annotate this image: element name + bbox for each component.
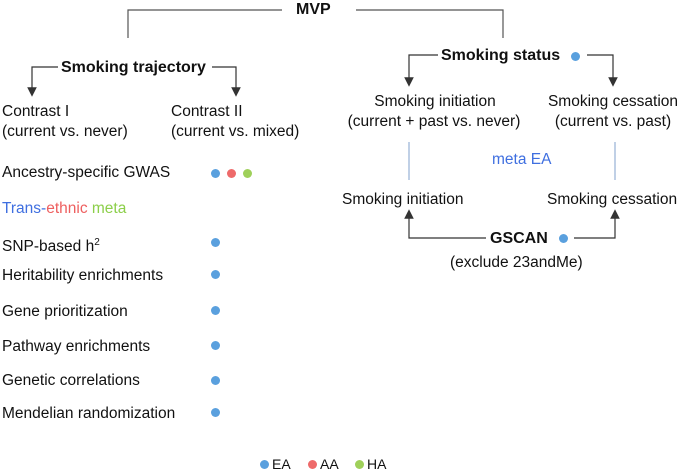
trajectory-arrow-left [27, 66, 58, 97]
gwas-ha-dot [243, 169, 252, 178]
trajectory-arrow-right [212, 66, 241, 97]
status-ea-dot [571, 52, 580, 61]
heritability-ea-dot [211, 270, 220, 279]
analysis-gene-prioritization: Gene prioritization [2, 303, 128, 320]
legend-ha-dot [355, 460, 364, 469]
analysis-pathway: Pathway enrichments [2, 338, 151, 355]
gscan-initiation: Smoking initiation [342, 191, 464, 208]
mvp-bracket-right [356, 9, 504, 38]
legend-aa-label: AA [320, 456, 339, 472]
legend-ea-label: EA [272, 456, 291, 472]
status-arrow-left [404, 54, 438, 87]
trans-ethnic-meta: Trans-ethnic meta [2, 199, 126, 218]
meta-part-ethnic: ethnic [46, 200, 88, 217]
gscan-arrow-right [574, 209, 620, 239]
pathway-ea-dot [211, 341, 220, 350]
gscan-title: GSCAN [490, 230, 548, 247]
contrast1-sub: (current vs. never) [2, 123, 128, 140]
snp-h2-ea-dot [211, 238, 220, 247]
snp-h2-label: SNP-based h [2, 238, 95, 256]
contrast1-title: Contrast I [2, 103, 70, 120]
meta-part-meta: meta [87, 200, 127, 217]
meta-part-trans: Trans- [2, 200, 47, 217]
status-arrow-right [587, 54, 618, 87]
gene-prioritization-ea-dot [211, 306, 220, 315]
snp-h2-sup: 2 [94, 237, 100, 248]
mendelian-ea-dot [211, 408, 220, 417]
gwas-aa-dot [227, 169, 236, 178]
gwas-ea-dot [211, 169, 220, 178]
meta-ea-label: meta EA [492, 151, 552, 168]
genetic-correlations-ea-dot [211, 376, 220, 385]
gscan-sub: (exclude 23andMe) [450, 254, 583, 271]
analysis-genetic-correlations: Genetic correlations [2, 372, 140, 389]
analysis-gwas: Ancestry-specific GWAS [2, 164, 171, 181]
status-cessation-title: Smoking cessation [547, 93, 679, 110]
gscan-ea-dot [559, 234, 568, 243]
status-initiation-sub: (current + past vs. never) [347, 113, 521, 130]
legend-ea-dot [260, 460, 269, 469]
analysis-mendelian: Mendelian randomization [2, 405, 176, 422]
gscan-arrow-left [404, 209, 486, 239]
contrast2-sub: (current vs. mixed) [171, 123, 300, 140]
status-heading: Smoking status [441, 47, 561, 64]
legend-ha-label: HA [367, 456, 387, 472]
status-initiation-title: Smoking initiation [374, 93, 496, 110]
gscan-cessation: Smoking cessation [547, 191, 678, 208]
status-cessation-sub: (current vs. past) [554, 113, 672, 130]
legend-aa-dot [308, 460, 317, 469]
analysis-heritability: Heritability enrichments [2, 267, 164, 284]
contrast2-title: Contrast II [171, 103, 243, 120]
mvp-bracket-left [127, 9, 282, 38]
trajectory-heading: Smoking trajectory [61, 59, 206, 76]
mvp-title: MVP [296, 1, 331, 18]
analysis-snp-h2: SNP-based h2 [2, 233, 100, 256]
